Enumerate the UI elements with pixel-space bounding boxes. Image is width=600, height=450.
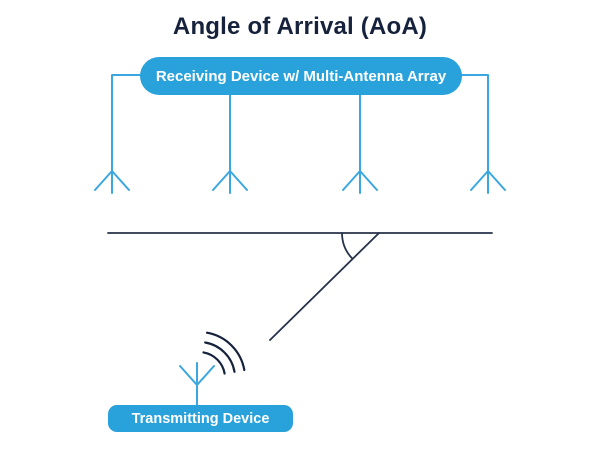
antenna-icon [212, 170, 248, 191]
angle-arc-icon [341, 232, 354, 260]
receiver-connector-right [461, 74, 489, 194]
antenna-icon [342, 170, 378, 191]
receiver-label: Receiving Device w/ Multi-Antenna Array [140, 57, 462, 95]
signal-path-line [269, 232, 380, 341]
transmitter-label: Transmitting Device [108, 405, 293, 432]
antenna-icon [94, 170, 130, 191]
receiver-connector-left [111, 74, 141, 194]
radio-waves-icon [202, 331, 246, 375]
antenna-icon [179, 362, 215, 407]
antenna-icon [470, 170, 506, 191]
page-title: Angle of Arrival (AoA) [172, 13, 428, 40]
